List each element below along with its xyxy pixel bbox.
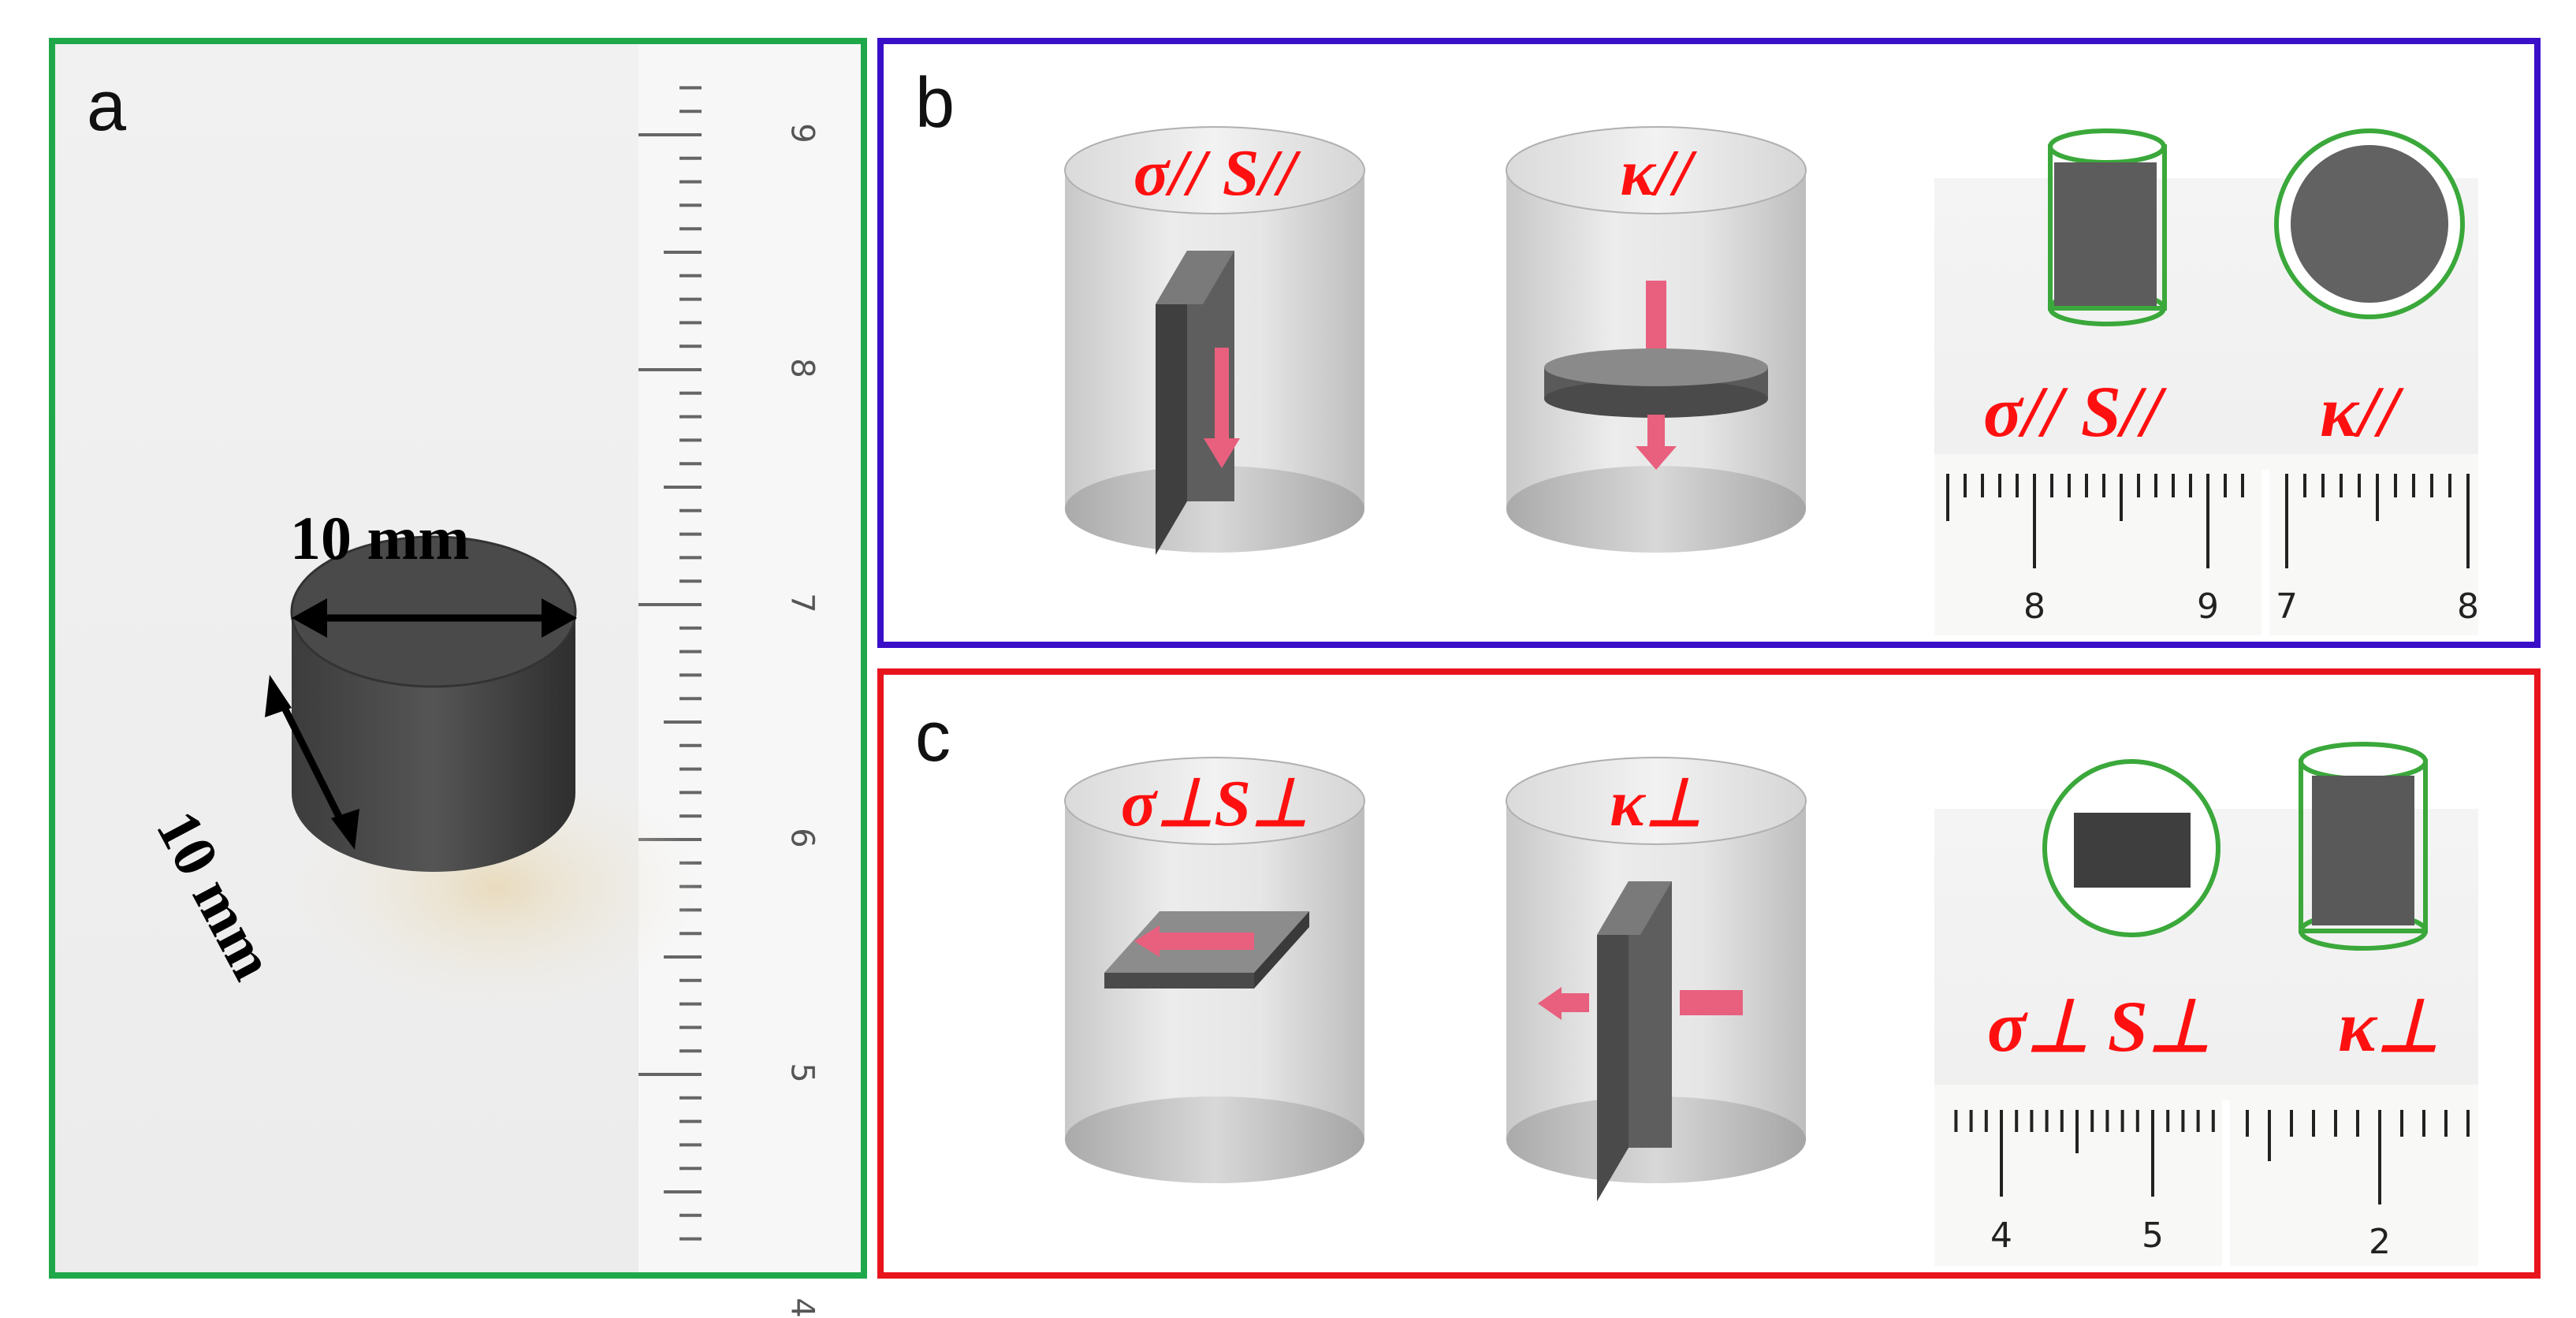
- ruler-strip: [638, 44, 861, 1272]
- ruler-a-number: 7: [784, 593, 821, 613]
- photo-sample-disk-outline: [2274, 128, 2465, 319]
- ruler-b-num-7: 7: [2276, 586, 2298, 627]
- photo-sample-cylinder-outline: [2048, 128, 2167, 326]
- ruler-a-number: 8: [784, 358, 821, 378]
- cylinder-c1-label: σ⊥S⊥: [1120, 767, 1309, 840]
- photo-b2-label: κ//: [2320, 371, 2399, 452]
- ruler-c-num-2: 2: [2369, 1222, 2391, 1262]
- photo-b1-label: σ// S//: [1983, 371, 2162, 452]
- ruler-a-number: 9: [784, 123, 821, 143]
- panel-c-ruler-bg: [1934, 1085, 2478, 1266]
- photo-c2-label: κ⊥: [2338, 986, 2440, 1067]
- ruler-a-number: 4: [784, 1298, 821, 1318]
- panel-b-drawing: [1064, 126, 2478, 635]
- ruler-c-num-5: 5: [2142, 1216, 2164, 1256]
- panel-b: b: [877, 38, 2541, 648]
- photo-sample-circle-outline: [2042, 759, 2220, 937]
- ruler-c-ticks: [1954, 1110, 2470, 1204]
- cylinder-sample: [290, 535, 577, 872]
- panel-b-letter: b: [915, 64, 955, 143]
- photo-c1-label: σ⊥ S⊥: [1987, 986, 2212, 1067]
- ruler-b-num-9: 9: [2197, 586, 2219, 627]
- top-dimension-label: 10 mm: [290, 504, 470, 572]
- ruler-b-ticks: [1946, 474, 2470, 568]
- ruler-a-number: 6: [784, 828, 821, 848]
- panel-a-letter: a: [87, 67, 127, 146]
- panel-c-drawing: [1064, 742, 2478, 1266]
- ruler-c-num-4: 4: [1990, 1216, 2012, 1256]
- cylinder-c2-label: κ⊥: [1610, 767, 1703, 840]
- cylinder-sigma-s-parallel: [1064, 126, 1365, 555]
- cylinder-kappa-perpendicular: [1506, 757, 1807, 1201]
- panel-a-photo: [55, 44, 861, 1272]
- cylinder-sigma-s-perpendicular: [1064, 757, 1365, 1183]
- cylinder-b1-label: σ// S//: [1133, 136, 1297, 210]
- ruler-b-num-8: 8: [2023, 586, 2046, 627]
- panel-c: c: [877, 668, 2541, 1279]
- cylinder-kappa-parallel: [1506, 126, 1807, 553]
- panel-c-letter: c: [915, 698, 951, 776]
- ruler-b-num-8b: 8: [2457, 586, 2479, 627]
- photo-sample-cylinder-outline-c: [2299, 742, 2428, 951]
- side-dimension-arrow: [265, 675, 359, 850]
- ruler-a-number: 5: [784, 1063, 821, 1083]
- top-dimension-arrow: [292, 598, 577, 638]
- cylinder-b2-label: κ//: [1620, 136, 1692, 210]
